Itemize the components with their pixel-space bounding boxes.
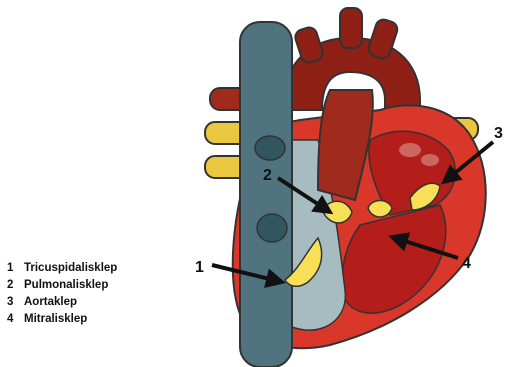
callout-label-3: 3: [494, 125, 503, 142]
callout-label-2: 2: [263, 167, 272, 184]
callout-label-1: 1: [195, 259, 204, 276]
legend-number: 3: [7, 294, 24, 311]
legend-number: 4: [7, 311, 24, 328]
legend-number: 1: [7, 260, 24, 277]
legend-label: Mitralisklep: [24, 313, 87, 325]
legend-number: 2: [7, 277, 24, 294]
callout-label-4: 4: [462, 255, 471, 272]
legend-label: Tricuspidalisklep: [24, 262, 117, 274]
vena-cava: [240, 22, 292, 367]
aortic-valve: [368, 201, 392, 218]
legend-label: Pulmonalisklep: [24, 279, 108, 291]
legend-label: Aortaklep: [24, 296, 77, 308]
